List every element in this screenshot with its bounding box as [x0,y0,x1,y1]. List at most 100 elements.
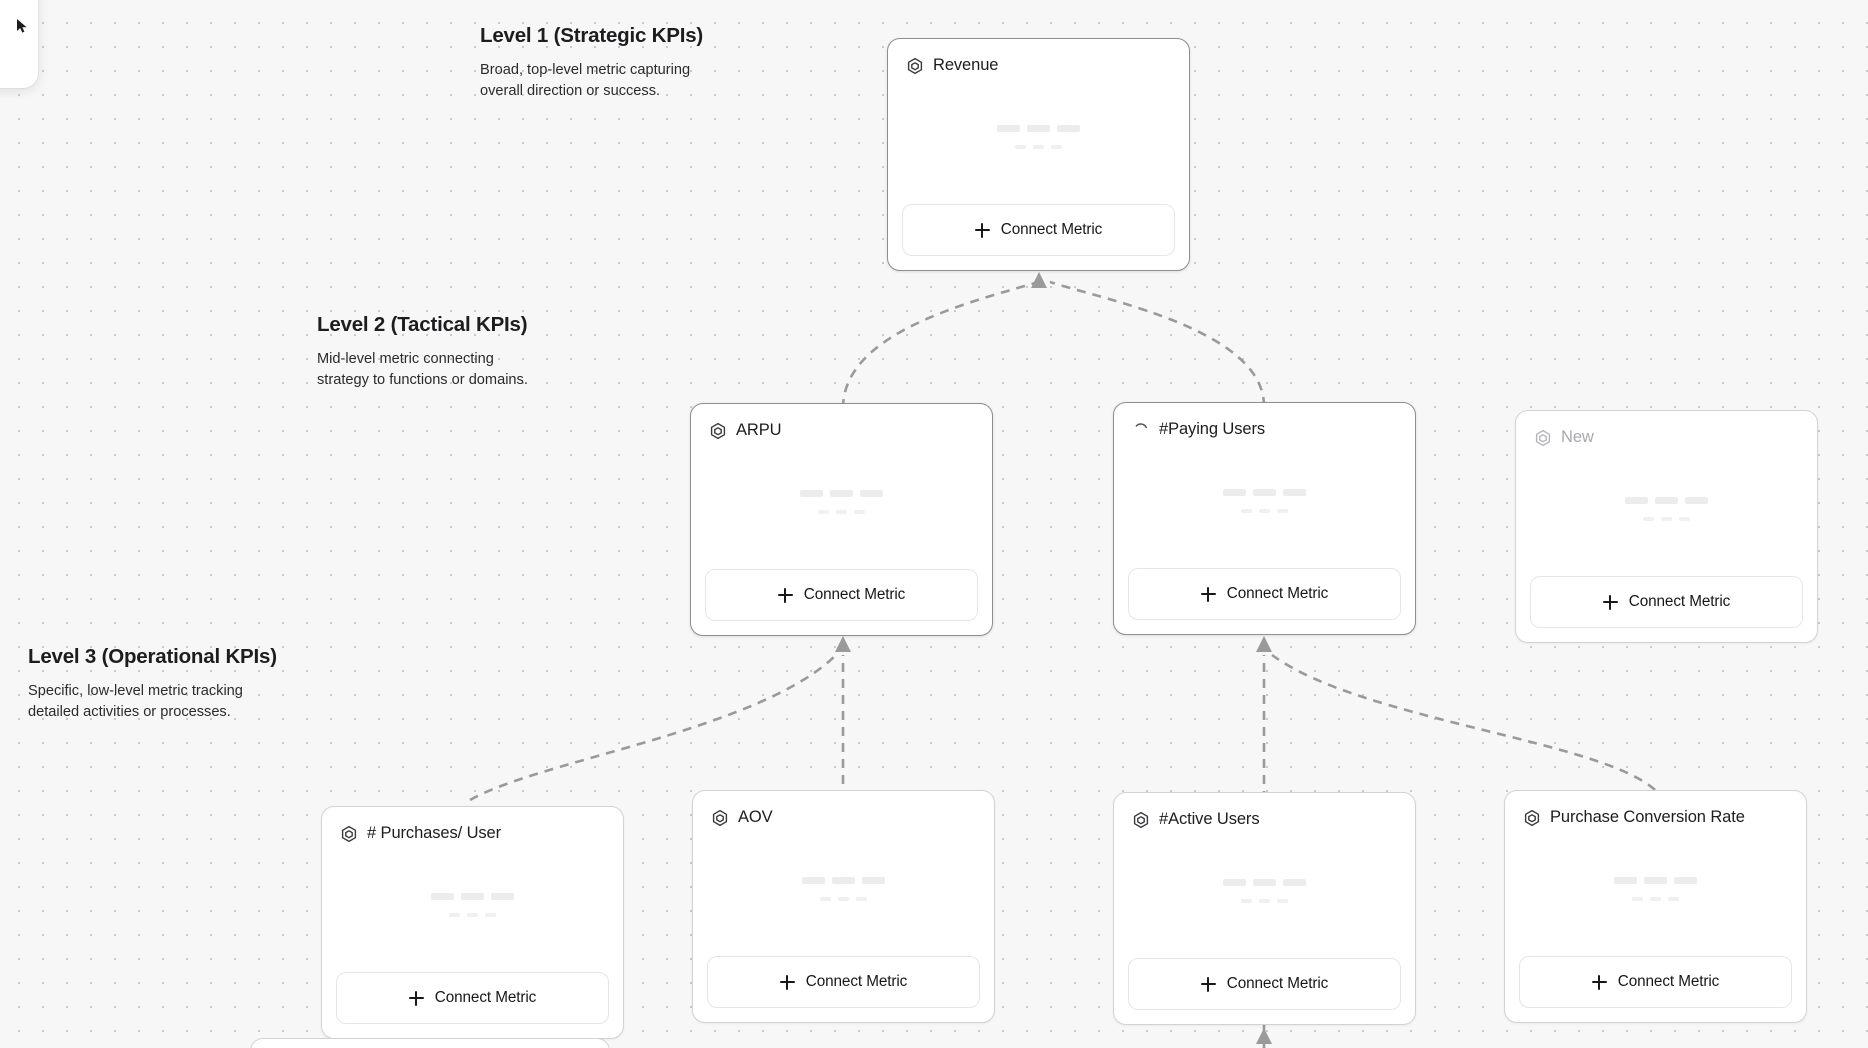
skeleton-row-primary [1614,876,1697,884]
skeleton-row-primary [800,489,883,497]
skeleton-row-primary [431,892,514,900]
arrowhead-activeusers-bottom [1256,1028,1272,1044]
hexagon-metric-icon [1523,809,1541,827]
connect-metric-button[interactable]: Connect Metric [1128,568,1401,620]
level-3-title: Level 3 (Operational KPIs) [28,645,277,668]
card-title: Revenue [933,56,999,74]
cursor-pointer-icon [14,18,30,34]
card-skeleton-body [691,440,992,569]
card-skeleton-body [1505,827,1806,956]
connect-metric-label: Connect Metric [803,586,906,603]
plus-icon [1200,976,1216,992]
skeleton-row-secondary [1643,516,1690,521]
skeleton-row-primary [802,876,885,884]
metric-card-revenue[interactable]: Revenue Connect Metric [887,38,1190,271]
plus-icon [974,222,990,238]
connector-purchases-to-arpu [469,654,837,802]
card-header: #Active Users [1114,793,1415,829]
level-2-description: Mid-level metric connecting strategy to … [317,351,528,389]
card-skeleton-body [888,75,1189,204]
card-header: ARPU [691,404,992,440]
floating-corner-panel[interactable] [0,0,38,88]
metric-card-active-users[interactable]: #Active Users Connect Metric [1113,792,1416,1025]
arrowhead-arpu [835,636,851,652]
skeleton-row-secondary [449,912,496,917]
level-2-block: Level 2 (Tactical KPIs) Mid-level metric… [317,313,562,391]
connector-conversion-to-payingusers [1271,653,1656,791]
skeleton-row-primary [1223,488,1306,496]
metric-card-paying-users[interactable]: #Paying Users Connect Metric [1113,402,1416,635]
card-skeleton-body [1114,829,1415,958]
plus-icon [408,990,424,1006]
hexagon-metric-icon [1132,811,1150,829]
level-1-description: Broad, top-level metric capturing overal… [480,62,691,100]
arrowhead-revenue [1031,272,1047,288]
hexagon-metric-icon [906,57,924,75]
connect-metric-label: Connect Metric [1000,221,1103,238]
skeleton-row-secondary [1015,144,1062,149]
connect-metric-button[interactable]: Connect Metric [1530,576,1803,628]
connect-metric-label: Connect Metric [1226,975,1329,992]
card-skeleton-body [693,827,994,956]
card-title: #Paying Users [1159,420,1265,438]
level-1-title: Level 1 (Strategic KPIs) [480,24,704,47]
connect-metric-label: Connect Metric [805,973,908,990]
card-title: New [1561,428,1594,446]
hexagon-metric-icon [711,809,729,827]
hexagon-metric-icon [340,825,358,843]
metric-card-partial-bottom[interactable] [250,1038,610,1048]
card-title: AOV [738,808,773,826]
plus-icon [1200,586,1216,602]
metric-card-purchases-per-user[interactable]: # Purchases/ User Connect Metric [321,806,624,1039]
card-skeleton-body [1114,439,1415,568]
connect-metric-label: Connect Metric [1628,593,1731,610]
connect-metric-button[interactable]: Connect Metric [902,204,1175,256]
level-3-block: Level 3 (Operational KPIs) Specific, low… [28,645,283,723]
card-header: New [1516,411,1817,447]
skeleton-row-secondary [1241,508,1288,513]
card-title: Purchase Conversion Rate [1550,808,1745,826]
card-header: Revenue [888,39,1189,75]
skeleton-row-secondary [1632,896,1679,901]
card-header: #Paying Users [1114,403,1415,439]
connect-metric-button[interactable]: Connect Metric [336,972,609,1024]
skeleton-row-primary [1625,496,1708,504]
metric-card-new[interactable]: New Connect Metric [1515,410,1818,643]
metric-card-arpu[interactable]: ARPU Connect Metric [690,403,993,636]
connect-metric-label: Connect Metric [1617,973,1720,990]
connect-metric-label: Connect Metric [1226,585,1329,602]
connect-metric-button[interactable]: Connect Metric [1128,958,1401,1010]
skeleton-row-secondary [820,896,867,901]
metric-card-aov[interactable]: AOV Connect Metric [692,790,995,1023]
connector-arpu-to-revenue [841,280,1039,409]
connect-metric-button[interactable]: Connect Metric [705,569,978,621]
plus-icon [779,974,795,990]
card-header: Purchase Conversion Rate [1505,791,1806,827]
card-title: ARPU [736,421,782,439]
plus-icon [1591,974,1607,990]
plus-icon [777,587,793,603]
connect-metric-button[interactable]: Connect Metric [1519,956,1792,1008]
connect-metric-button[interactable]: Connect Metric [707,956,980,1008]
card-skeleton-body [322,843,623,972]
connect-metric-label: Connect Metric [434,989,537,1006]
hexagon-metric-icon [1534,429,1552,447]
level-1-block: Level 1 (Strategic KPIs) Broad, top-leve… [480,24,710,102]
card-skeleton-body [1516,447,1817,576]
card-header: AOV [693,791,994,827]
skeleton-row-secondary [1241,898,1288,903]
level-2-title: Level 2 (Tactical KPIs) [317,313,528,336]
hexagon-metric-icon [709,422,727,440]
connector-payingusers-to-revenue [1049,280,1266,407]
skeleton-row-primary [997,124,1080,132]
metric-card-purchase-conversion-rate[interactable]: Purchase Conversion Rate Connect Metric [1504,790,1807,1023]
skeleton-row-primary [1223,878,1306,886]
card-header: # Purchases/ User [322,807,623,843]
spinner-loading-icon [1132,421,1150,439]
arrowhead-payingusers [1256,636,1272,652]
card-title: # Purchases/ User [367,824,502,842]
card-title: #Active Users [1159,810,1260,828]
skeleton-row-secondary [818,509,865,514]
plus-icon [1602,594,1618,610]
